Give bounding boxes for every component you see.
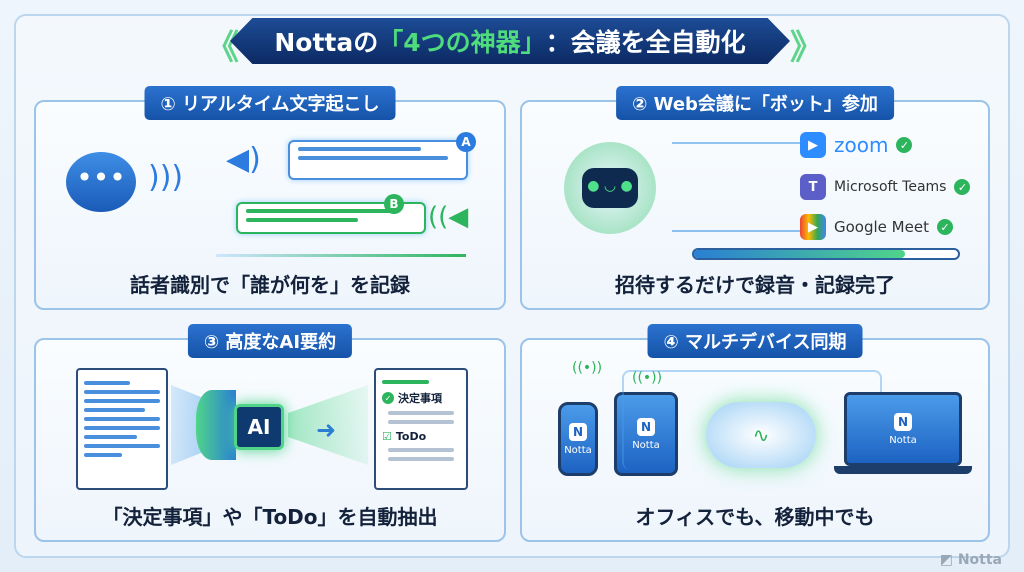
page-title: Nottaの「4つの神器」：会議を全自動化	[230, 18, 790, 64]
app-zoom: ▶ zoom ✓	[800, 132, 913, 158]
teams-icon: T	[800, 174, 826, 200]
summary-document-icon: ✓ 決定事項 ☑ToDo	[374, 368, 468, 490]
check-icon: ✓	[954, 179, 971, 195]
panel-caption: 招待するだけで録音・記録完了	[615, 273, 895, 297]
speaker-icon: ◀)	[226, 142, 261, 177]
summary-item-decisions: 決定事項	[398, 392, 442, 405]
timeline-arrow	[216, 254, 466, 257]
wifi-icon: ((•))	[572, 360, 603, 376]
sound-waves-icon: )))	[148, 160, 184, 195]
check-icon: ✓	[896, 137, 913, 153]
cloud-sync-icon: ∿	[706, 402, 816, 468]
chat-bubble-icon: •••	[66, 152, 136, 212]
laptop-base	[834, 466, 972, 474]
panel-caption: オフィスでも、移動中でも	[635, 505, 875, 529]
speech-bubble-a	[288, 140, 468, 180]
app-name: zoom	[834, 133, 889, 157]
zoom-icon: ▶	[800, 132, 826, 158]
app-name: Microsoft Teams	[834, 179, 947, 195]
app-google-meet: ▶ Google Meet ✓	[800, 214, 953, 240]
transcript-document-icon	[76, 368, 168, 490]
chevron-right-icon: 》	[790, 28, 824, 68]
speaker-green-icon: ((◀	[428, 202, 469, 232]
ai-chip-icon: AI	[234, 404, 284, 450]
app-name: Google Meet	[834, 218, 929, 236]
title-prefix: Nottaの	[274, 28, 379, 57]
arrow-right-icon: ➜	[316, 416, 337, 444]
summary-item-todo: ToDo	[395, 430, 427, 443]
panel-title: ③ 高度なAI要約	[187, 324, 353, 358]
check-circle-icon: ✓	[382, 392, 394, 404]
speaker-badge-a: A	[456, 132, 476, 152]
robot-icon: ● ◡ ●	[564, 142, 656, 234]
speech-bubble-b	[236, 202, 426, 234]
panel-title: ④ マルチデバイス同期	[647, 324, 863, 358]
title-suffix: ：会議を全自動化	[545, 28, 746, 57]
panel-realtime-transcription: ① リアルタイム文字起こし ••• ))) ◀) A B ((◀ 話者識別で「誰…	[34, 86, 506, 310]
watermark-text: Notta	[957, 552, 1002, 568]
wifi-icon: ((•))	[632, 370, 663, 386]
panel-ai-summary: ③ 高度なAI要約 AI ➜ ✓ 決定事項 ☑ToDo 「決定事項」や「ToDo」…	[34, 324, 506, 542]
chevron-left-icon: 《	[205, 28, 239, 68]
check-icon: ✓	[936, 219, 953, 235]
panel-caption: 話者識別で「誰が何を」を記録	[130, 273, 410, 297]
app-teams: T Microsoft Teams ✓	[800, 174, 971, 200]
checkbox-icon: ☑	[382, 430, 392, 443]
speaker-badge-b: B	[384, 194, 404, 214]
panel-title: ① リアルタイム文字起こし	[144, 86, 396, 120]
panel-caption: 「決定事項」や「ToDo」を自動抽出	[102, 505, 438, 529]
google-meet-icon: ▶	[800, 214, 826, 240]
progress-fill	[694, 250, 906, 258]
progress-bar	[692, 248, 960, 260]
funnel-icon	[196, 390, 236, 460]
panel-title: ② Web会議に「ボット」参加	[616, 86, 894, 120]
notta-watermark: ◩ Notta	[939, 552, 1002, 568]
connection-lines	[672, 142, 802, 232]
title-highlight: 「4つの神器」	[378, 28, 546, 57]
sync-arrows	[622, 370, 882, 470]
panel-web-meeting-bot: ② Web会議に「ボット」参加 ● ◡ ● ▶ zoom ✓ T Microsoft …	[520, 86, 990, 310]
